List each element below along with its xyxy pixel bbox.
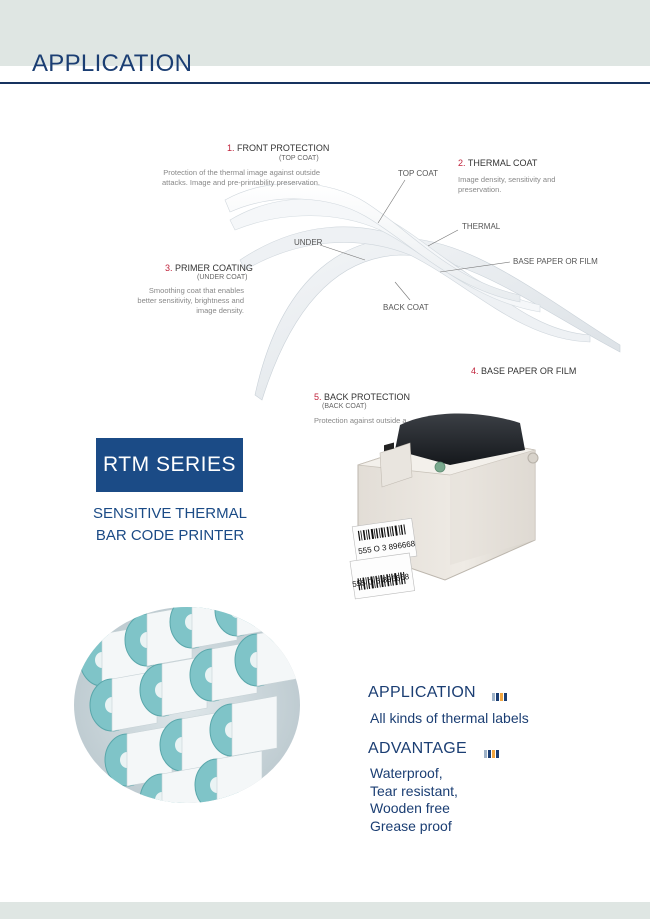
back-protection-title: BACK PROTECTION	[324, 392, 411, 402]
layer-label-back-coat: BACK COAT	[383, 303, 429, 312]
title-divider	[0, 82, 650, 84]
back-protection-heading: 5. BACK PROTECTION	[314, 392, 410, 402]
label-rolls-image	[72, 605, 302, 810]
back-protection-number: 5.	[314, 392, 322, 402]
advantage-list: Waterproof, Tear resistant, Wooden free …	[370, 765, 458, 835]
thermal-coat-number: 2.	[458, 158, 466, 168]
printer-image: 555 O 3 896668 555 O 3 896668	[340, 405, 550, 610]
thermal-coat-heading: 2. THERMAL COAT	[458, 158, 537, 168]
application-text: All kinds of thermal labels	[370, 710, 529, 726]
advantage-heading: ADVANTAGE	[368, 740, 468, 757]
primer-coating-heading: 3. PRIMER COATING	[165, 263, 253, 273]
product-subtitle: SENSITIVE THERMAL BAR CODE PRINTER	[70, 503, 270, 547]
layer-label-thermal: THERMAL	[462, 222, 501, 231]
front-protection-heading: 1. FRONT PROTECTION	[227, 143, 329, 153]
thermal-layer-diagram: 1. FRONT PROTECTION (TOP COAT) Protectio…	[0, 120, 650, 440]
advantage-item: Waterproof,	[370, 765, 443, 781]
bars-icon	[492, 688, 508, 706]
back-protection-sub: (BACK COAT)	[322, 403, 367, 410]
base-paper-title: BASE PAPER OR FILM	[481, 366, 577, 376]
header-band	[0, 0, 650, 66]
thermal-coat-desc: Image density, sensitivity and preservat…	[458, 175, 556, 194]
front-protection-sub: (TOP COAT)	[279, 155, 319, 162]
advantage-item: Grease proof	[370, 817, 452, 834]
footer-band	[0, 902, 650, 919]
label-rolls-illustration	[74, 607, 300, 803]
base-paper-number: 4.	[471, 366, 479, 376]
series-badge: RTM SERIES	[96, 438, 243, 492]
page-title: APPLICATION	[32, 50, 193, 77]
primer-coating-desc: Smoothing coat that enables better sensi…	[137, 286, 244, 315]
front-protection-desc: Protection of the thermal image against …	[162, 168, 320, 187]
base-paper-heading: 4. BASE PAPER OR FILM	[471, 366, 576, 376]
application-heading: APPLICATION	[368, 684, 476, 701]
label-printer-illustration	[349, 413, 539, 600]
front-protection-number: 1.	[227, 143, 235, 153]
bars-icon	[484, 745, 500, 763]
primer-coating-title: PRIMER COATING	[175, 263, 253, 273]
thermal-coat-title: THERMAL COAT	[467, 158, 538, 168]
layer-label-top-coat: TOP COAT	[398, 169, 439, 178]
primer-coating-number: 3.	[165, 263, 173, 273]
front-protection-title: FRONT PROTECTION	[237, 143, 330, 153]
advantage-item: Tear resistant,	[370, 782, 458, 799]
paper-layers-illustration	[224, 179, 621, 401]
subtitle-line-1: SENSITIVE THERMAL	[93, 505, 247, 522]
back-protection-desc: Protection against outside a	[314, 416, 407, 425]
layer-label-under: UNDER	[294, 238, 323, 247]
layer-label-base-paper: BASE PAPER OR FILM	[513, 257, 598, 266]
subtitle-line-2: BAR CODE PRINTER	[95, 527, 245, 544]
primer-coating-sub: (UNDER COAT)	[197, 274, 248, 281]
header-white-strip	[0, 66, 650, 83]
advantage-item: Wooden free	[370, 800, 450, 816]
